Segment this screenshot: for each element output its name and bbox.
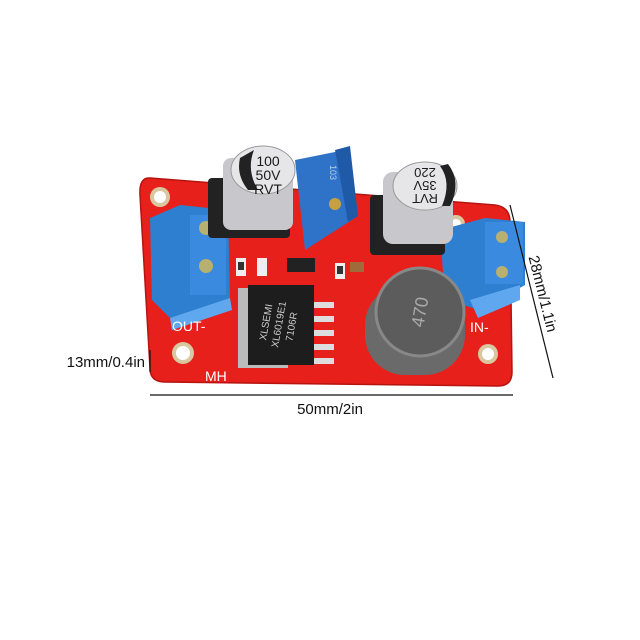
thickness-dimension-label: 13mm/0.4in [67,354,145,371]
capacitor-left-brand: RVT [254,181,282,197]
potentiometer: 103 [295,146,358,250]
height-dimension-label: 28mm/1.1in [525,254,560,334]
capacitor-right-voltage: 35V [413,178,436,193]
chip-lot: 7106R [284,311,300,342]
height-dimension-line [509,204,554,379]
label-mh: MH [205,368,227,384]
capacitor-right-value: 220 [414,165,436,180]
width-dimension-label: 50mm/2in [297,401,363,418]
capacitor-220uf: RVT 35V 220 [370,161,458,255]
label-in-minus: IN- [470,319,489,335]
capacitor-right-brand: RVT [412,191,438,206]
smd-components [236,258,364,279]
potentiometer-marking: 103 [328,165,338,180]
inductor: 470 [365,266,466,375]
label-out-minus: OUT- [172,318,206,334]
capacitor-100uf: 100 50V RVT [208,145,296,238]
xl6019-chip: XLSEMI XL6019E1 7106R [238,285,334,368]
capacitor-left-voltage: 50V [256,167,282,183]
capacitor-left-value: 100 [256,153,280,169]
